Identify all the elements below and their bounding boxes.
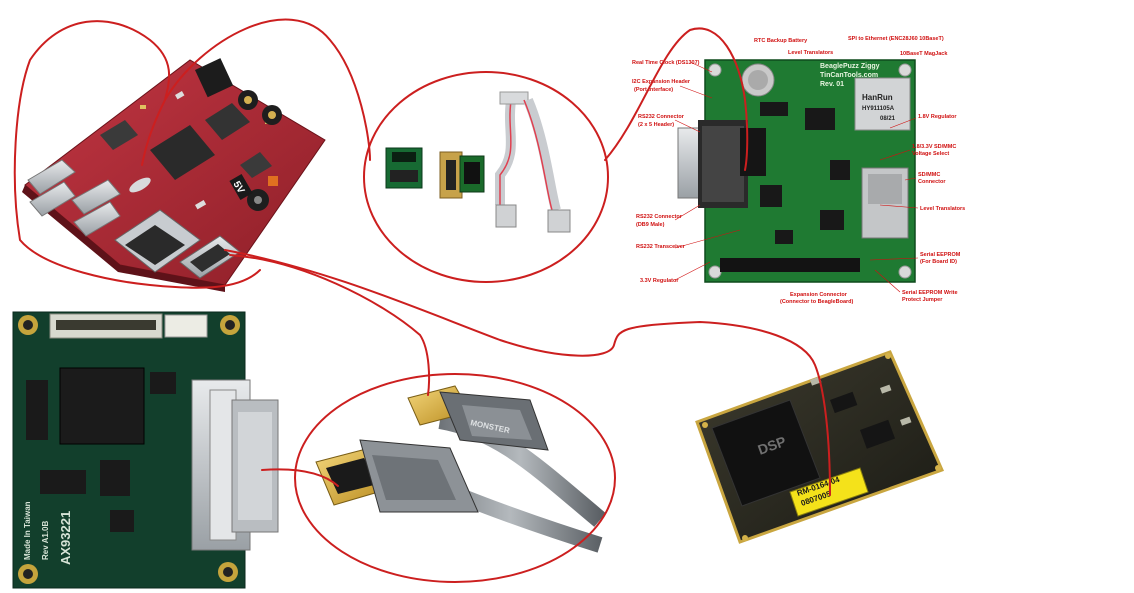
label-rtc-battery: RTC Backup Battery	[754, 38, 808, 44]
ethernet-port-icon	[114, 209, 201, 273]
label-eeprom-wp-sub: Protect Jumper	[902, 297, 943, 303]
label-eeprom-wp: Serial EEPROM Write	[902, 290, 958, 296]
label-transceiver: RS232 Transceiver	[636, 244, 686, 250]
label-rs232-header: RS232 Connector	[638, 114, 685, 120]
label-rs232-db9-sub: (DB9 Male)	[636, 222, 665, 228]
label-3v3-reg: 3.3V Regulator	[640, 278, 679, 284]
label-eeprom-sub: (For Board ID)	[920, 259, 957, 265]
label-sd-voltage: 1.8/3.3V SD/MMC	[912, 144, 956, 150]
cable-circle	[294, 373, 616, 583]
label-expansion-sub: (Connector to BeagleBoard)	[780, 299, 854, 305]
label-spi-eth: SPI to Ethernet (ENC28J60 10BaseT)	[848, 36, 944, 42]
dvi-silk-rev: Rev A1.0B	[41, 521, 50, 561]
dsp-chip-icon: DSP	[711, 399, 821, 507]
ziggy-expansion-board-photo: HanRun HY911105A 08/21 BeaglePuzz Ziggy …	[630, 32, 970, 305]
annotation-red-wires	[13, 18, 831, 583]
label-level-right: Level Translators	[920, 206, 965, 212]
sd-card-icon	[861, 167, 909, 239]
dvi-converter-board-photo: AX93221 Rev A1.0B Made In Taiwan	[12, 311, 279, 589]
label-rs232-header-sub: (2 x 5 Header)	[638, 122, 674, 128]
label-i2c-sub: (Port Interface)	[634, 87, 673, 93]
ziggy-silk-rev: Rev. 01	[820, 81, 844, 88]
usb-port-icon	[27, 159, 121, 237]
dvi-plug-icon	[315, 439, 479, 513]
magjack-part: HY911105A	[862, 106, 895, 112]
label-1v8-reg: 1.8V Regulator	[918, 114, 957, 120]
beagle-to-hdmi-wire	[229, 254, 430, 396]
magjack-brand: HanRun	[862, 93, 893, 102]
power-5v-label: 5V	[231, 179, 247, 195]
dvi-plug-icon	[191, 379, 279, 551]
magjack-date: 08/21	[880, 116, 896, 122]
dvi-silk-origin: Made In Taiwan	[23, 501, 32, 560]
label-sd-conn-sub: Connector	[918, 179, 946, 185]
hdmi-plug-icon: MONSTER	[407, 385, 549, 451]
adapter-to-ziggy-wire	[604, 27, 749, 171]
ziggy-silk-url: TinCanTools.com	[820, 72, 878, 79]
label-rs232-db9: RS232 Connector	[636, 214, 683, 220]
hdmi-dvi-cable-photo: MONSTER	[315, 385, 606, 553]
ziggy-silk-name: BeaglePuzz Ziggy	[820, 63, 880, 70]
label-sd-voltage-sub: Voltage Select	[912, 151, 949, 157]
serial-port-icon	[677, 120, 748, 208]
adapter-circle	[363, 71, 609, 283]
dsp-module-photo: DSP RM-0164-04 0807005	[695, 350, 945, 544]
usb-adapter-photo	[378, 86, 571, 266]
label-expansion: Expansion Connector	[790, 292, 848, 298]
label-eeprom: Serial EEPROM	[920, 252, 961, 258]
label-rtc: Real Time Clock (DS1307)	[632, 60, 700, 66]
label-magjack: 10BaseT MagJack	[900, 51, 948, 57]
label-sd-conn: SD/MMC	[918, 172, 940, 178]
dvi-to-cable-wire	[261, 468, 339, 487]
label-i2c: I2C Expansion Header	[632, 79, 691, 85]
beagle-outline-wire	[13, 18, 371, 289]
beagle-to-dsp-wire	[224, 249, 831, 496]
dvi-silk-model: AX93221	[58, 511, 73, 565]
label-level-top: Level Translators	[788, 50, 833, 56]
beagleboard-photo: 5V	[22, 58, 326, 292]
